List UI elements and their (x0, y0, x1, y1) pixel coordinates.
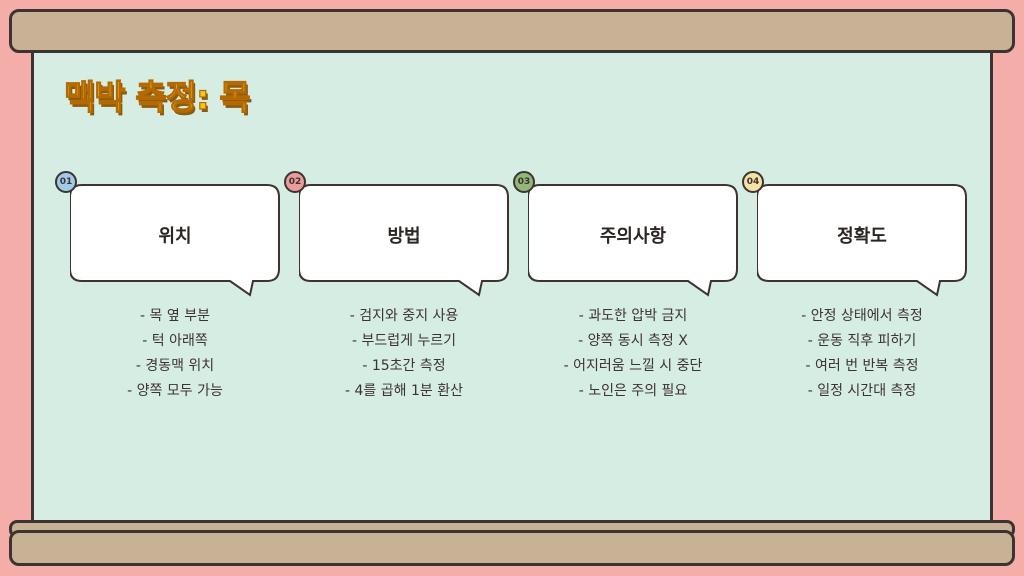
card-number-badge: 02 (284, 171, 306, 193)
speech-bubble (528, 184, 738, 297)
scroll-board (31, 44, 993, 528)
list-item: - 부드럽게 누르기 (351, 333, 457, 349)
list-item: - 여러 번 반복 측정 (805, 358, 919, 374)
card-heading: 정확도 (837, 226, 887, 247)
card-item-list: - 검지와 중지 사용 - 부드럽게 누르기 - 15초간 측정 - 4를 곱해… (275, 304, 533, 404)
card-heading: 주의사항 (599, 226, 667, 247)
card-number-badge: 04 (742, 171, 764, 193)
list-item: - 턱 아래쪽 (142, 333, 208, 349)
list-item: - 4를 곱해 1분 환산 (345, 383, 463, 399)
card-location: 01 위치 - 목 옆 부분 - 턱 아래쪽 - 경동맥 위치 - 양쪽 모두 … (55, 170, 300, 420)
card-heading: 위치 (158, 226, 192, 247)
card-item-list: - 목 옆 부분 - 턱 아래쪽 - 경동맥 위치 - 양쪽 모두 가능 (46, 304, 304, 404)
list-item: - 검지와 중지 사용 (349, 308, 459, 324)
list-item: - 경동맥 위치 (135, 358, 215, 374)
scroll-bottom-roll (9, 530, 1015, 566)
speech-bubble (299, 184, 509, 297)
speech-bubble (757, 184, 967, 297)
list-item: - 안정 상태에서 측정 (801, 308, 923, 324)
list-item: - 목 옆 부분 (140, 308, 210, 324)
page-title: 맥박 측정: 목 (63, 77, 251, 118)
list-item: - 양쪽 모두 가능 (127, 383, 223, 399)
card-accuracy: 04 정확도 - 안정 상태에서 측정 - 운동 직후 피하기 - 여러 번 반… (742, 170, 987, 420)
list-item: - 운동 직후 피하기 (807, 333, 917, 349)
list-item: - 어지러움 느낄 시 중단 (563, 358, 703, 374)
list-item: - 과도한 압박 금지 (578, 308, 688, 324)
card-heading: 방법 (387, 226, 421, 247)
speech-bubble (70, 184, 280, 297)
card-method: 02 방법 - 검지와 중지 사용 - 부드럽게 누르기 - 15초간 측정 -… (284, 170, 529, 420)
list-item: - 양쪽 동시 측정 X (578, 333, 688, 349)
card-item-list: - 안정 상태에서 측정 - 운동 직후 피하기 - 여러 번 반복 측정 - … (733, 304, 991, 404)
card-number-badge: 01 (55, 171, 77, 193)
list-item: - 노인은 주의 필요 (578, 383, 688, 399)
scroll-top-roll (9, 9, 1015, 53)
list-item: - 15초간 측정 (362, 358, 446, 374)
card-item-list: - 과도한 압박 금지 - 양쪽 동시 측정 X - 어지러움 느낄 시 중단 … (504, 304, 762, 404)
card-precautions: 03 주의사항 - 과도한 압박 금지 - 양쪽 동시 측정 X - 어지러움 … (513, 170, 758, 420)
card-number-badge: 03 (513, 171, 535, 193)
list-item: - 일정 시간대 측정 (807, 383, 917, 399)
